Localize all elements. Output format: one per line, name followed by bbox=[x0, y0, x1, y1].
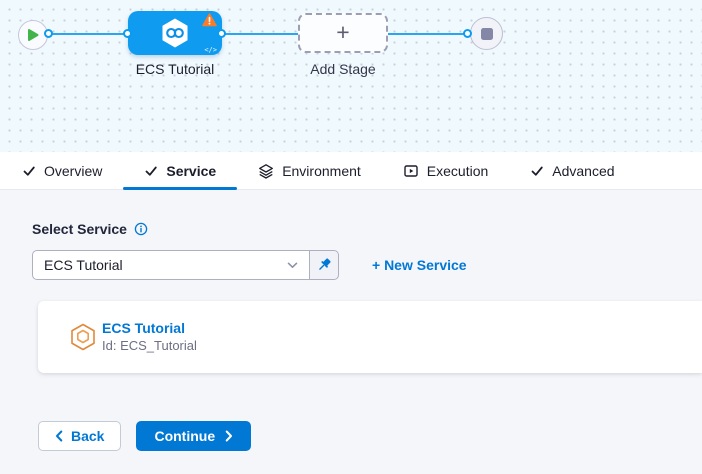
stop-square-icon bbox=[480, 27, 493, 40]
service-select-value: ECS Tutorial bbox=[44, 257, 123, 273]
edge-start-to-stage bbox=[49, 33, 127, 35]
tab-label: Service bbox=[166, 162, 217, 179]
service-card[interactable]: ECS Tutorial Id: ECS_Tutorial bbox=[38, 301, 702, 373]
tab-service[interactable]: Service bbox=[123, 152, 238, 190]
service-tab-content: Select Service ECS Tutorial bbox=[0, 190, 702, 451]
info-icon[interactable] bbox=[134, 222, 148, 236]
check-icon bbox=[23, 166, 35, 176]
pin-service-button[interactable] bbox=[309, 250, 339, 280]
service-card-title[interactable]: ECS Tutorial bbox=[102, 320, 185, 336]
cd-infinity-hexagon-icon bbox=[162, 18, 188, 48]
chevron-left-icon bbox=[56, 430, 63, 442]
stage-node-label: ECS Tutorial bbox=[135, 61, 215, 77]
continue-button[interactable]: Continue bbox=[136, 421, 252, 451]
code-toggle-icon[interactable]: </> bbox=[204, 46, 217, 54]
stage-node-ecs-tutorial[interactable]: </> bbox=[128, 11, 222, 55]
service-select-dropdown[interactable]: ECS Tutorial bbox=[32, 250, 310, 280]
pin-icon bbox=[319, 258, 331, 270]
chevron-right-icon bbox=[225, 430, 233, 442]
stage-tabbar: Overview Service Environment Execution A… bbox=[0, 152, 702, 190]
warning-triangle-icon bbox=[202, 13, 217, 27]
service-select-group: ECS Tutorial bbox=[32, 250, 339, 280]
tab-label: Advanced bbox=[552, 162, 615, 179]
chevron-down-icon bbox=[287, 262, 298, 268]
back-button-label: Back bbox=[71, 428, 105, 444]
play-icon bbox=[28, 29, 39, 41]
new-service-link[interactable]: + New Service bbox=[372, 257, 467, 273]
service-card-id: Id: ECS_Tutorial bbox=[102, 338, 197, 353]
stage-left-port[interactable] bbox=[123, 29, 132, 38]
tab-advanced[interactable]: Advanced bbox=[509, 152, 635, 189]
select-service-label: Select Service bbox=[32, 221, 127, 237]
check-icon bbox=[531, 166, 543, 176]
add-stage-label: Add Stage bbox=[310, 61, 376, 77]
stage-right-port[interactable] bbox=[217, 29, 226, 38]
check-icon bbox=[145, 166, 158, 176]
plus-icon: + bbox=[336, 18, 350, 45]
ecs-hexagon-icon bbox=[71, 323, 95, 351]
tab-label: Execution bbox=[426, 162, 489, 179]
pipeline-end-node bbox=[470, 17, 503, 50]
back-button[interactable]: Back bbox=[38, 421, 122, 451]
start-node-port[interactable] bbox=[44, 29, 53, 38]
edge-stage-to-addstage bbox=[222, 33, 298, 35]
tab-label: Overview bbox=[44, 162, 103, 179]
tab-overview[interactable]: Overview bbox=[1, 152, 123, 189]
continue-button-label: Continue bbox=[154, 428, 216, 444]
execution-icon bbox=[404, 164, 418, 177]
tab-execution[interactable]: Execution bbox=[382, 152, 509, 189]
tab-environment[interactable]: Environment bbox=[237, 152, 382, 189]
pipeline-start-node bbox=[18, 20, 48, 50]
edge-addstage-to-end bbox=[388, 33, 467, 35]
add-stage-button[interactable]: + bbox=[298, 13, 388, 53]
pipeline-canvas: </> ECS Tutorial + Add Stage bbox=[0, 0, 702, 152]
end-node-port[interactable] bbox=[463, 29, 472, 38]
layers-icon bbox=[259, 163, 274, 179]
tab-label: Environment bbox=[282, 162, 361, 179]
